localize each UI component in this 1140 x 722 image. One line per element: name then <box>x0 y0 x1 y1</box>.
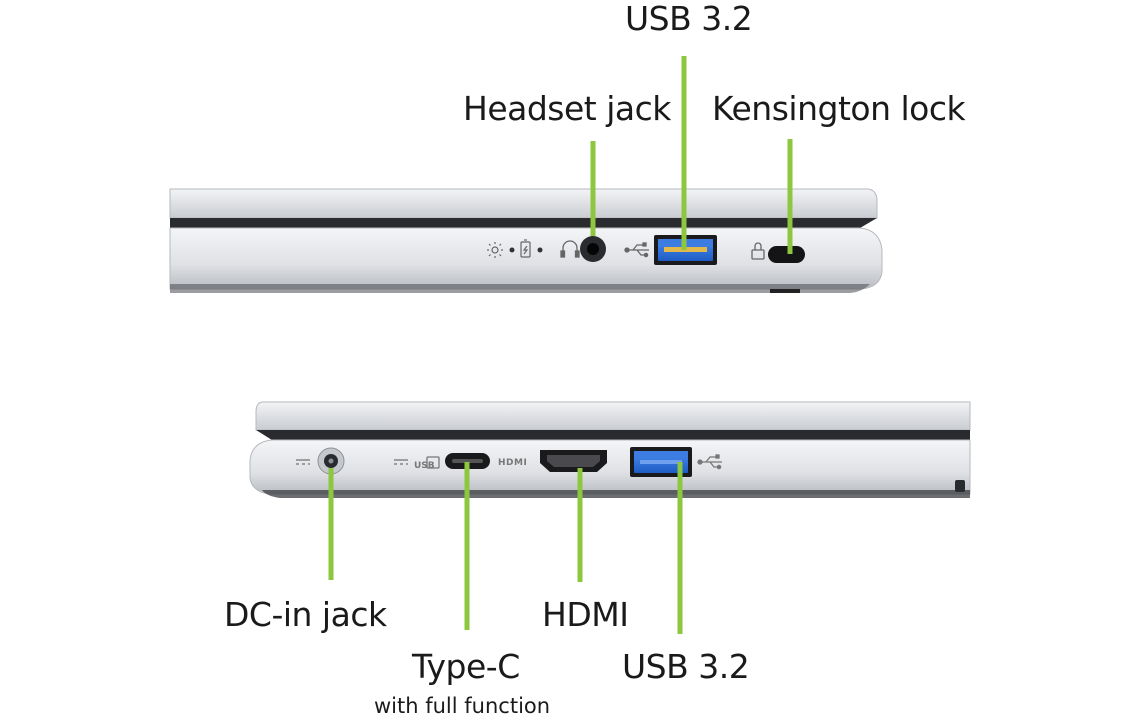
dc-in-jack-label: DC-in jack <box>224 595 387 634</box>
base-edge <box>249 439 971 495</box>
lid-edge <box>169 188 878 219</box>
usb-a-port-left <box>630 447 692 477</box>
hinge-gap <box>170 218 877 228</box>
battery-light-icon <box>520 239 531 258</box>
foot <box>770 289 800 293</box>
battery-led <box>537 247 543 253</box>
base-shadow <box>262 490 970 498</box>
kensington-slot <box>768 246 805 263</box>
svg-text:USB: USB <box>414 461 435 471</box>
type-c-label: Type-C <box>412 647 520 686</box>
hdmi-logo-icon: HDMI <box>498 458 527 468</box>
kensington-lock-icon <box>751 242 765 260</box>
left-side-view: USB HDMI <box>249 401 971 634</box>
foot <box>955 480 965 492</box>
headset-icon <box>560 240 580 258</box>
hinge-gap <box>256 430 970 440</box>
hdmi-label: HDMI <box>542 595 629 634</box>
kensington-lock-label: Kensington lock <box>712 89 966 128</box>
right-side-view <box>169 56 883 293</box>
dc-power-icon <box>296 459 310 465</box>
lid-edge <box>255 401 971 431</box>
usb-symbol-icon <box>624 242 649 258</box>
type-c-sublabel: with full function <box>374 694 551 718</box>
base-shadow <box>170 284 870 293</box>
top-usb-label: USB 3.2 <box>625 0 753 38</box>
bottom-usb-label: USB 3.2 <box>622 647 750 686</box>
usb-c-data-icon: USB <box>394 456 440 471</box>
usb-symbol-icon <box>697 454 722 470</box>
power-light-icon <box>487 242 503 258</box>
headset-jack-label: Headset jack <box>463 89 671 128</box>
power-led <box>509 247 515 253</box>
